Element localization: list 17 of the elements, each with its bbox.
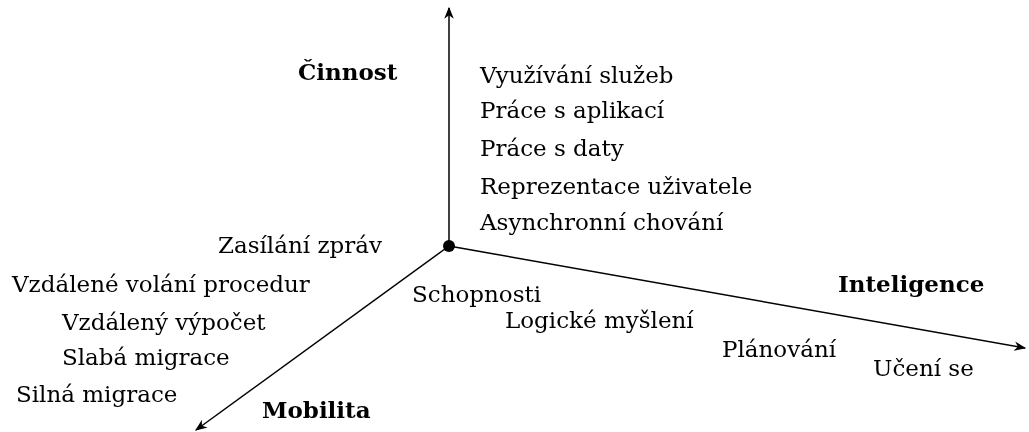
axis-item: Slabá migrace [62, 343, 230, 371]
axis-item: Zasílání zpráv [218, 231, 382, 259]
axis-item: Logické myšlení [505, 307, 694, 334]
axis-item: Vzdálené volání procedur [12, 270, 310, 298]
axis-item: Silná migrace [16, 380, 178, 408]
axis-item: Vzdálený výpočet [62, 308, 266, 336]
axis-item: Využívání služeb [480, 61, 674, 89]
axis-item: Plánování [722, 335, 837, 363]
axis-title: Činnost [298, 58, 398, 86]
axis-item: Práce s daty [480, 134, 624, 162]
axis-item: Práce s aplikací [480, 96, 665, 124]
axis-item: Reprezentace uživatele [480, 172, 753, 200]
axis-item: Asynchronní chování [480, 208, 724, 236]
axis-item: Schopnosti [412, 280, 542, 308]
axis-title: Mobilita [262, 396, 371, 424]
axis-item: Učení se [873, 354, 974, 382]
axis-title: Inteligence [838, 270, 985, 298]
